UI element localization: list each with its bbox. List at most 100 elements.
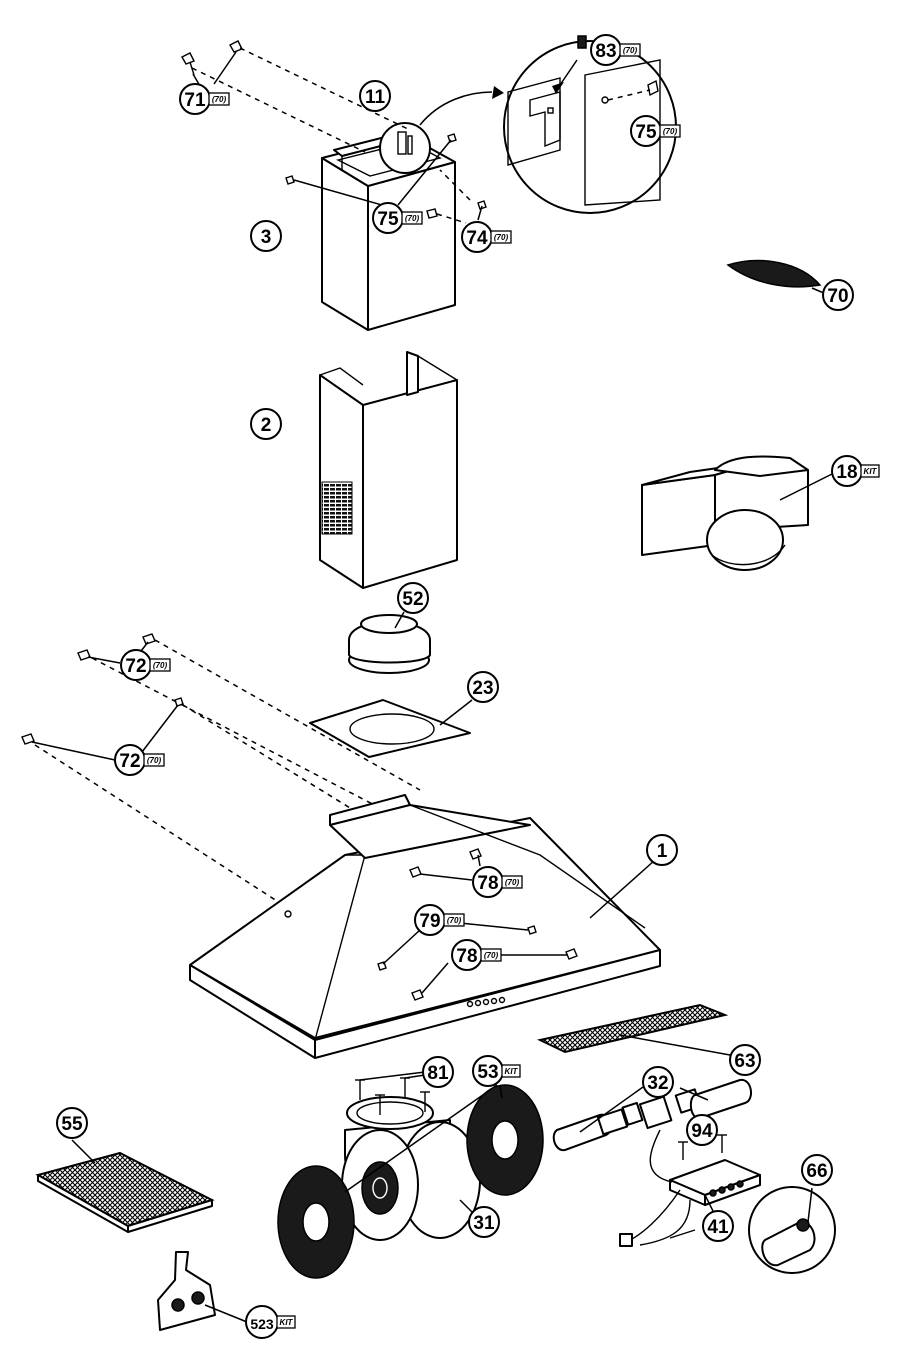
callout-tag-box [501, 1064, 521, 1078]
callout-circle [250, 220, 282, 252]
callout-number: 23 [472, 678, 493, 699]
callout-number: 63 [734, 1051, 755, 1072]
callout-74: 74 (70) [461, 221, 512, 253]
screws-94 [678, 1134, 727, 1160]
callout-circle [397, 582, 429, 614]
screws-75-74 [285, 133, 487, 224]
part-lower-chimney-cover [319, 351, 458, 589]
part-bracket-kit [157, 1251, 248, 1331]
part-mounting-plate [309, 699, 473, 758]
callout-18: 18 KIT [831, 455, 880, 487]
callout-circle [801, 1154, 833, 1186]
callout-32: 32 [642, 1066, 674, 1098]
callout-tag-box [619, 43, 641, 57]
callout-81: 81 [422, 1056, 454, 1088]
part-charcoal-filter [35, 1139, 215, 1233]
callout-tag: (70) [623, 46, 638, 55]
callout-circle [250, 408, 282, 440]
callout-number: 72 [125, 656, 146, 677]
callout-3: 3 [250, 220, 282, 252]
screws-71 [181, 40, 411, 153]
callout-number: 32 [647, 1073, 668, 1094]
callout-number: 72 [119, 751, 140, 772]
callout-tag-box [401, 211, 423, 225]
callout-number: 41 [707, 1217, 729, 1238]
callout-tag: (70) [153, 661, 168, 670]
callout-11: 11 [359, 80, 391, 112]
callout-31: 31 [468, 1206, 500, 1238]
part-duct-kit [641, 455, 833, 571]
callout-number: 18 [836, 462, 857, 483]
callout-number: 70 [827, 286, 848, 307]
callout-78: 78(70) [472, 866, 523, 898]
callout-75: 75 (70) [630, 115, 681, 147]
callout-number: 523 [250, 1316, 274, 1332]
callout-tag: (70) [147, 756, 162, 765]
callout-tag-box [276, 1315, 296, 1329]
callout-circle [646, 834, 678, 866]
callout-tag: KIT [864, 467, 878, 476]
callout-number: 53 [477, 1062, 498, 1083]
callout-number: 1 [657, 841, 668, 862]
callout-number: 52 [402, 589, 423, 610]
callout-number: 83 [595, 41, 616, 62]
callout-number: 71 [184, 90, 206, 111]
part-screw-bag [726, 259, 827, 295]
callout-72: 72 (70) [114, 744, 165, 776]
callout-79: 79 (70) [414, 904, 465, 936]
callout-tag: (70) [494, 233, 509, 242]
callout-71: 71 (70) [179, 83, 230, 115]
callout-41: 41 [702, 1210, 734, 1242]
part-blower-motor [341, 1096, 481, 1241]
callout-number: 31 [473, 1213, 495, 1234]
part-grease-filter-strip [536, 1003, 731, 1056]
callout-circle [729, 1044, 761, 1076]
callout-number: 78 [456, 946, 477, 967]
callout-tag-box [860, 464, 880, 478]
callout-70: 70 [822, 279, 854, 311]
screws-81 [355, 1071, 430, 1115]
callout-number: 75 [635, 122, 657, 143]
callout-circle [468, 1206, 500, 1238]
callout-number: 66 [806, 1161, 827, 1182]
callout-circle [422, 1056, 454, 1088]
callout-94: 94 [686, 1114, 718, 1146]
callout-2: 2 [250, 408, 282, 440]
callout-tag-box [208, 92, 230, 106]
callout-number: 75 [377, 209, 399, 230]
callout-circle [702, 1210, 734, 1242]
callout-tag: (70) [484, 951, 499, 960]
callout-number: 3 [261, 227, 272, 248]
callout-number: 79 [419, 911, 440, 932]
callout-circle [467, 671, 499, 703]
callout-72: 72 (70) [120, 649, 171, 681]
callout-circle [822, 279, 854, 311]
callout-circle [642, 1066, 674, 1098]
callout-tag-box [143, 753, 165, 767]
callout-circle [686, 1114, 718, 1146]
callout-75: 75(70) [372, 202, 423, 234]
callout-number: 74 [466, 228, 488, 249]
part-switch-harness [619, 1129, 761, 1247]
callout-66: 66 [801, 1154, 833, 1186]
callout-number: 11 [365, 87, 386, 108]
callout-number: 55 [61, 1114, 83, 1135]
callout-23: 23 [467, 671, 499, 703]
callout-1: 1 [646, 834, 678, 866]
callout-tag-box [149, 658, 171, 672]
callout-tag: (70) [447, 916, 462, 925]
callout-63: 63 [729, 1044, 761, 1076]
callout-number: 94 [691, 1121, 713, 1142]
callout-tag: (70) [505, 878, 520, 887]
part-lamp-holder-detail [748, 1186, 836, 1274]
callout-tag-box [659, 124, 681, 138]
part-blower-rings [277, 1084, 544, 1279]
callout-52: 52 [397, 582, 429, 614]
callout-number: 81 [427, 1063, 449, 1084]
callout-tag: (70) [212, 95, 227, 104]
callout-tag-box [490, 230, 512, 244]
callout-tag: (70) [663, 127, 678, 136]
